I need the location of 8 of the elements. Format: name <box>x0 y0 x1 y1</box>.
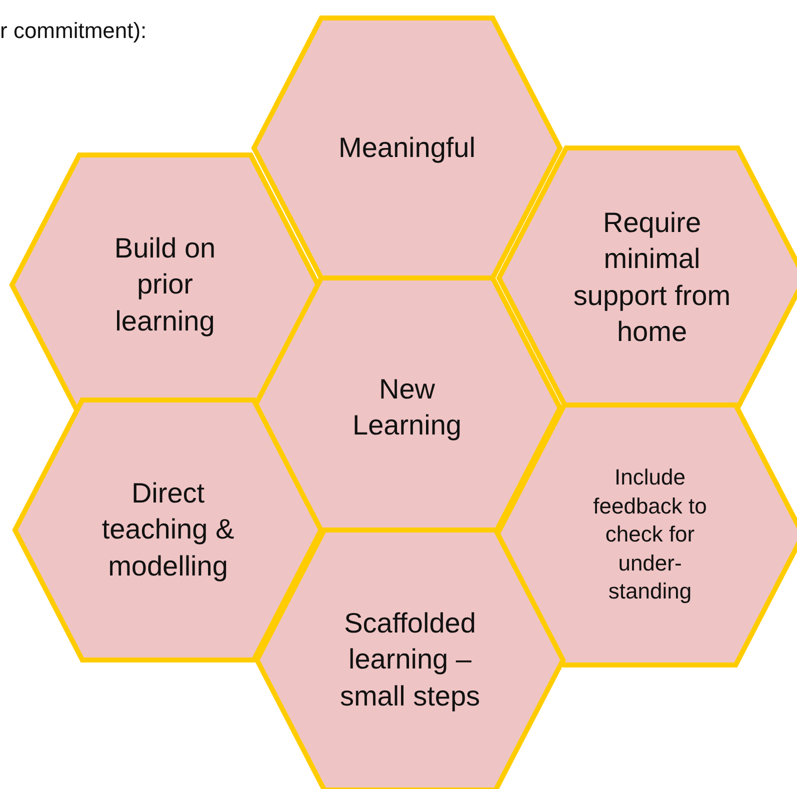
hexagon-label: Scaffolded learning – small steps <box>338 606 482 714</box>
hexagon-label: New Learning <box>352 372 462 443</box>
hexagon-label: Direct teaching & modelling <box>100 476 236 584</box>
intro-text: r commitment): <box>0 18 147 44</box>
hexagon-label: Meaningful <box>338 130 476 165</box>
hexagon-label: Build on prior learning <box>113 231 217 338</box>
hexagon-label: Require minimal support from home <box>572 206 732 350</box>
hexagon-label: Include feedback to check for under- standing <box>592 464 708 606</box>
